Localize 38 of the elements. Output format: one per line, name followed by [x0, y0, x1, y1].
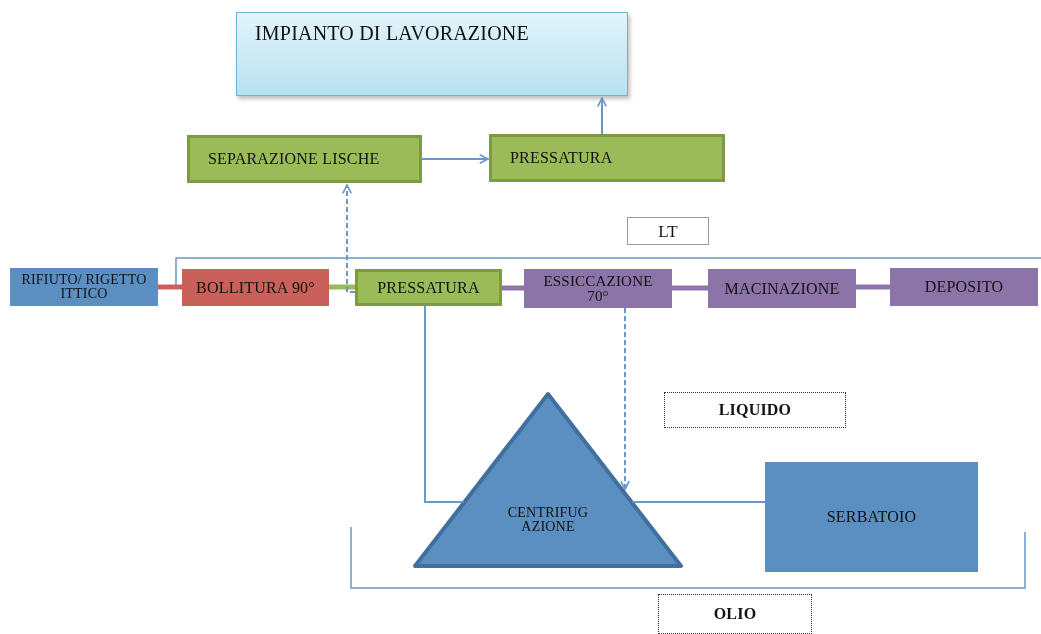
- connector-line: [424, 305, 465, 503]
- process-box: [355, 269, 502, 306]
- node-label: RIFIUTO/ RIGETTO ITTICO: [20, 273, 148, 301]
- arrow: [421, 154, 489, 164]
- text-box: [658, 594, 812, 634]
- node-label: CENTRIFUG AZIONE: [506, 506, 590, 534]
- node-label: LIQUIDO: [718, 402, 792, 418]
- process-box: [489, 134, 725, 182]
- process-box: [10, 268, 158, 306]
- node-label: ESSICCAZIONE 70°: [542, 273, 654, 304]
- connector-line: [329, 284, 355, 290]
- connector-line: [672, 285, 708, 291]
- connector-line: [631, 501, 766, 503]
- node-label: LT: [658, 222, 678, 240]
- process-box: [182, 269, 329, 306]
- arrow: [342, 184, 356, 293]
- node-label: SEPARAZIONE LISCHE: [208, 151, 380, 167]
- process-box: [890, 268, 1038, 306]
- process-box: [708, 269, 856, 308]
- node-label: DEPOSITO: [924, 279, 1004, 295]
- process-box: [236, 12, 628, 96]
- node-label: IMPIANTO DI LAVORAZIONE: [255, 23, 529, 43]
- connector-line: [158, 284, 182, 290]
- node-label: PRESSATURA: [510, 150, 613, 166]
- node-label: OLIO: [713, 606, 757, 622]
- node-label: PRESSATURA: [377, 279, 480, 296]
- connector-line: [502, 285, 524, 291]
- connector-line: [856, 284, 890, 290]
- text-box: [664, 392, 846, 428]
- node-label: BOLLITURA 90°: [196, 279, 315, 296]
- process-box: [765, 462, 978, 572]
- process-box: [524, 269, 672, 308]
- arrow: [597, 97, 607, 135]
- text-box: [627, 217, 709, 245]
- node-label: MACINAZIONE: [724, 280, 840, 297]
- arrow: [620, 307, 630, 491]
- process-box: [187, 135, 422, 183]
- node-label: SERBATOIO: [826, 509, 917, 525]
